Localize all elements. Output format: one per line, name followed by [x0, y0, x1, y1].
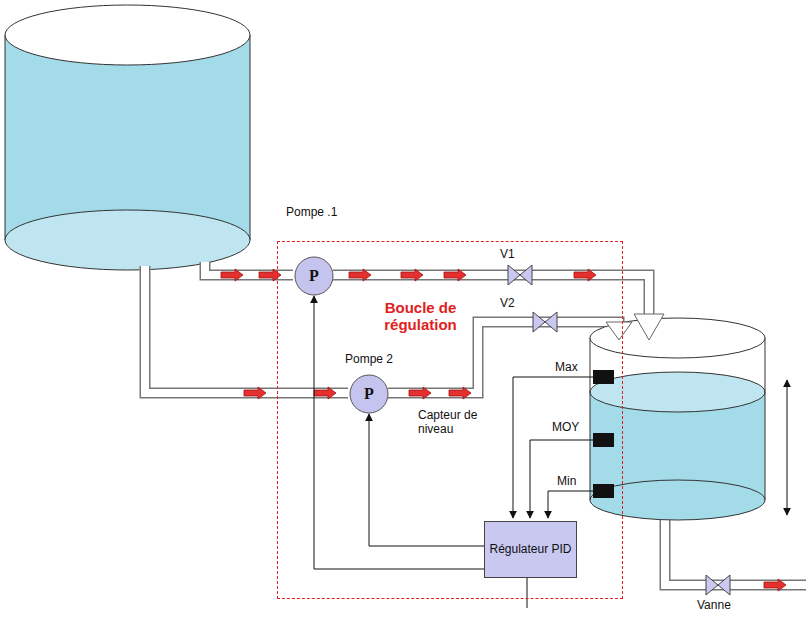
part-label: Max	[555, 360, 578, 374]
source-tank	[5, 5, 250, 270]
part-label: Pompe .1	[286, 205, 337, 219]
part-label: V2	[500, 296, 515, 310]
level-sensor	[593, 370, 614, 498]
controller-label: Régulateur PID	[489, 542, 571, 557]
part-label: Pompe 2	[345, 352, 393, 366]
level-tank	[590, 318, 765, 520]
part-label: Min	[557, 474, 576, 488]
flow-arrows	[221, 269, 786, 591]
inlet-arrow	[606, 322, 632, 340]
part-label: Capteur de niveau	[418, 408, 498, 436]
inlet-arrow	[634, 314, 664, 340]
level-range-arrow	[787, 380, 788, 515]
pump-letter: P	[364, 385, 374, 403]
controller-box: Régulateur PID	[484, 521, 577, 578]
part-label: Vanne	[697, 598, 731, 612]
part-label: V1	[500, 247, 515, 261]
part-label: MOY	[552, 420, 579, 434]
pipes	[145, 262, 806, 585]
loop-title: Boucle de régulation	[363, 299, 478, 333]
control-signal	[314, 296, 484, 569]
pump-symbol: P	[349, 374, 389, 414]
pump-symbol: P	[294, 256, 334, 296]
pump-letter: P	[309, 267, 319, 285]
